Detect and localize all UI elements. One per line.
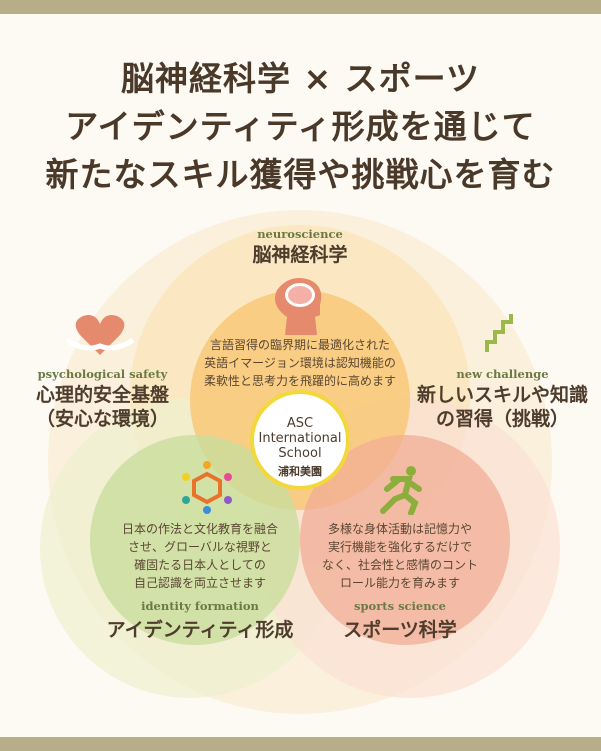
- people-circle-icon: [182, 461, 232, 514]
- psychological-title: 心理的安全基盤: [35, 384, 169, 406]
- bottom-border: [0, 737, 601, 751]
- brain-head-icon: [274, 277, 322, 335]
- challenge-title: 新しいスキルや知識: [416, 384, 588, 406]
- identity-en: identity formation: [141, 599, 259, 613]
- identity-description: 日本の作法と文化教育を融合 させ、グローバルな視野と 確固たる日本人としての 自…: [121, 522, 278, 590]
- title-line-1: 脳神経科学 × スポーツ: [121, 59, 480, 98]
- neuroscience-description: 言語習得の臨界期に最適化された 英語イマージョン環境は認知機能の 柔軟性と思考力…: [203, 338, 396, 388]
- psychological-en: psychological safety: [37, 367, 168, 381]
- challenge-subtitle: の習得（挑戦）: [435, 408, 569, 430]
- neuroscience-en: neuroscience: [257, 227, 343, 241]
- psychological-subtitle: （安心な環境）: [35, 408, 169, 430]
- neuroscience-title: 脳神経科学: [252, 244, 348, 266]
- running-person-icon: [380, 466, 422, 515]
- school-name: ASC International School: [258, 416, 342, 461]
- identity-title: アイデンティティ形成: [106, 619, 294, 641]
- stairs-icon: [485, 314, 513, 352]
- title-line-3: 新たなスキル獲得や挑戦心を育む: [45, 155, 556, 194]
- school-location: 浦和美園: [278, 465, 322, 478]
- sports-description: 多様な身体活動は記憶力や 実行機能を強化するだけで なく、社会性と感情のコント …: [321, 522, 478, 590]
- sports-circle: [300, 435, 510, 645]
- sports-en: sports science: [354, 599, 446, 613]
- title-line-2: アイデンティティ形成を通じて: [65, 107, 536, 146]
- challenge-en: new challenge: [456, 367, 549, 381]
- identity-circle: [90, 435, 300, 645]
- top-border: [0, 0, 601, 14]
- sports-title: スポーツ科学: [343, 619, 457, 641]
- center-school-badge: ASC International School 浦和美園: [250, 390, 350, 490]
- heart-hands-icon: [65, 315, 135, 355]
